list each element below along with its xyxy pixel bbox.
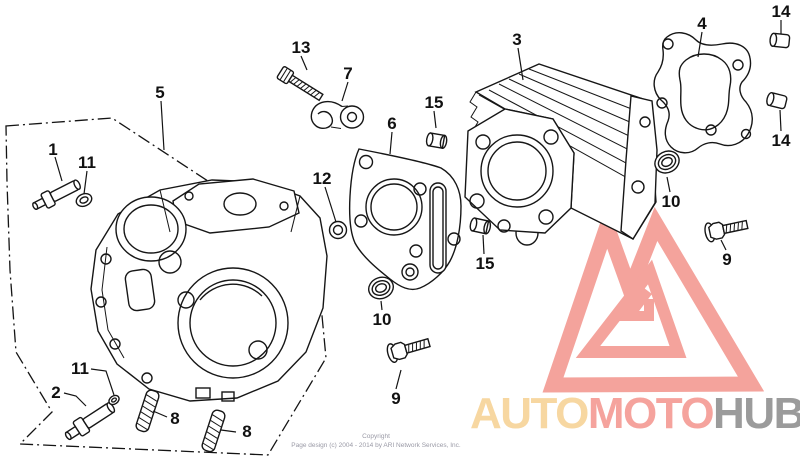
callout-5[interactable]: 5	[155, 83, 164, 102]
part-head-gasket	[348, 148, 462, 291]
callout-7[interactable]: 7	[343, 64, 352, 83]
callout-15-upper[interactable]: 15	[425, 93, 444, 112]
footer-copyright: Copyright Page design (c) 2004 - 2014 by…	[291, 433, 461, 449]
callout-8-a[interactable]: 8	[170, 409, 179, 428]
cylinder-rear-flange	[620, 95, 658, 240]
callout-labels: 1 11 5 13 7 6 12 3 15 4 14 14 10 9 15 10…	[48, 2, 791, 441]
part-stud-bolt-lower	[64, 402, 116, 441]
part-cable-clamp	[310, 100, 365, 129]
callout-4[interactable]: 4	[697, 14, 707, 33]
part-oil-seal-right	[654, 150, 680, 174]
part-stud-a	[135, 389, 160, 433]
callout-10-left[interactable]: 10	[373, 310, 392, 329]
part-o-ring-small	[328, 220, 348, 240]
part-o-ring-upper	[75, 192, 93, 208]
part-stud-b	[201, 409, 226, 453]
callout-14-bottom[interactable]: 14	[772, 131, 791, 150]
callout-15-lower[interactable]: 15	[476, 254, 495, 273]
automotohub-triangle-logo	[542, 203, 765, 393]
callout-9-right[interactable]: 9	[722, 250, 731, 269]
callout-11-lower[interactable]: 11	[71, 359, 89, 378]
copyright-line-1: Copyright	[362, 433, 390, 440]
cam-chain-slot	[429, 182, 447, 274]
intake-port	[115, 196, 187, 262]
callout-leader-lines	[54, 20, 782, 433]
part-o-ring-lower	[108, 394, 120, 406]
automotohub-watermark: AUTOMOTOHUB	[470, 203, 800, 438]
callout-8-b[interactable]: 8	[242, 422, 251, 441]
part-hex-bolt	[276, 66, 324, 102]
callout-1[interactable]: 1	[48, 140, 57, 159]
part-cylinder-head	[90, 178, 328, 402]
part-dowel-pin-lower	[469, 217, 492, 235]
automotohub-wordmark: AUTOMOTOHUB	[470, 389, 800, 438]
wordmark-hub: HUB	[713, 389, 800, 438]
callout-2[interactable]: 2	[51, 383, 60, 402]
callout-11-upper[interactable]: 11	[78, 153, 96, 172]
part-flange-bolt-right	[704, 219, 749, 243]
part-stud-bolt-upper	[32, 179, 81, 210]
wordmark-auto: AUTO	[470, 389, 588, 438]
part-cylinder	[464, 63, 658, 246]
callout-6[interactable]: 6	[387, 114, 396, 133]
part-cover-gasket	[653, 32, 753, 154]
part-oil-seal-left	[368, 276, 394, 300]
copyright-line-2: Page design (c) 2004 - 2014 by ARI Netwo…	[291, 442, 461, 449]
callout-14-top[interactable]: 14	[772, 2, 791, 21]
part-dowel-pin-right-bottom	[766, 91, 788, 110]
part-dowel-pin-right-top	[769, 32, 791, 49]
callout-13[interactable]: 13	[292, 38, 311, 57]
part-flange-bolt-left	[386, 337, 431, 364]
wordmark-moto: MOTO	[588, 389, 713, 438]
part-group-boundary	[5, 117, 327, 456]
part-dowel-pin-upper	[425, 132, 448, 150]
callout-3[interactable]: 3	[512, 30, 521, 49]
callout-10-right[interactable]: 10	[662, 192, 681, 211]
callout-9-left[interactable]: 9	[391, 389, 400, 408]
callout-12[interactable]: 12	[313, 169, 332, 188]
